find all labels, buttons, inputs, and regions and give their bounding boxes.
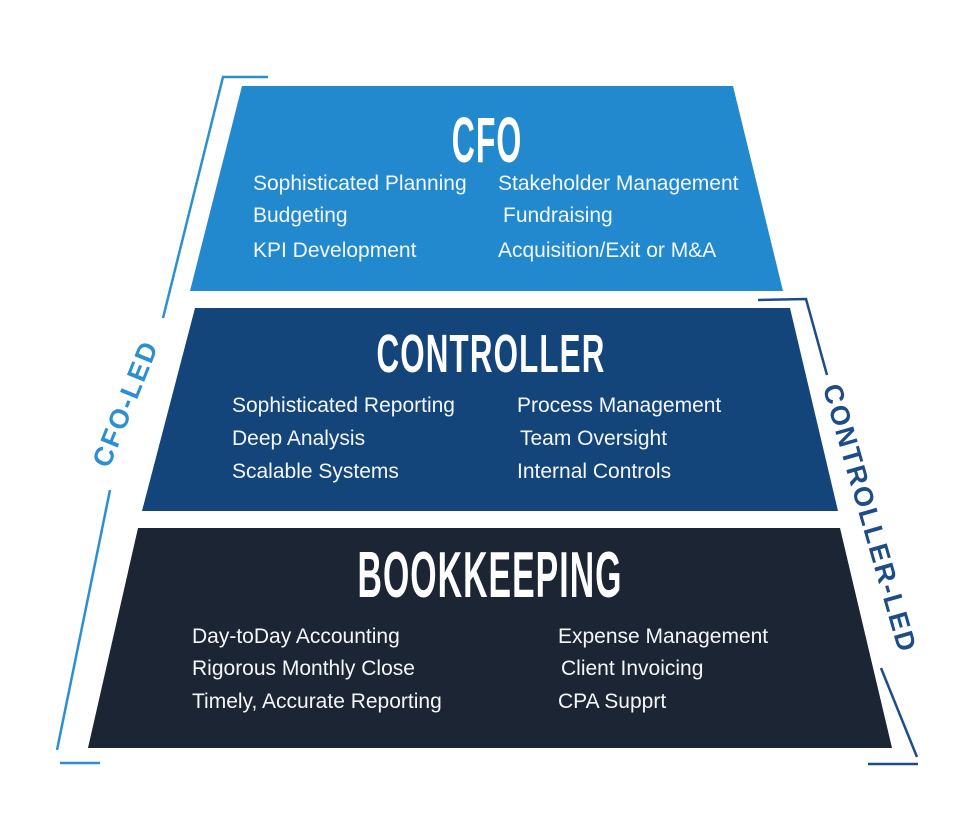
controller-item: Team Oversight xyxy=(520,427,667,450)
cfo-item: Fundraising xyxy=(503,204,613,227)
cfo-item: Stakeholder Management xyxy=(498,172,739,195)
cfo-item: KPI Development xyxy=(253,239,417,262)
left-side-label: CFO-LED xyxy=(87,336,165,471)
controller-item: Scalable Systems xyxy=(232,460,399,483)
cfo-item: Budgeting xyxy=(253,204,348,227)
left-bracket-top-line xyxy=(161,75,268,319)
bookkeeping-item: Expense Management xyxy=(558,625,768,648)
bookkeeping-title: BOOKKEEPING xyxy=(358,538,623,611)
controller-tier-shape xyxy=(142,308,838,511)
controller-item: Internal Controls xyxy=(517,460,671,483)
cfo-tier-shape xyxy=(190,86,783,291)
bookkeeping-item: Client Invoicing xyxy=(561,657,703,680)
controller-item: Deep Analysis xyxy=(232,427,365,450)
bookkeeping-item: Day-toDay Accounting xyxy=(192,625,400,648)
controller-item: Process Management xyxy=(517,394,721,417)
right-bracket-bottom-line xyxy=(879,667,919,758)
bookkeeping-item: Rigorous Monthly Close xyxy=(192,657,415,680)
cfo-title: CFO xyxy=(452,104,523,176)
cfo-item: Acquisition/Exit or M&A xyxy=(498,239,716,262)
left-bracket-bottom-line xyxy=(55,489,112,751)
right-bracket-top-line xyxy=(757,297,829,376)
bookkeeping-tier-shape xyxy=(88,528,892,748)
bookkeeping-item: Timely, Accurate Reporting xyxy=(192,690,442,713)
cfo-item: Sophisticated Planning xyxy=(253,172,467,195)
bookkeeping-item: CPA Supprt xyxy=(558,690,666,713)
controller-title: CONTROLLER xyxy=(376,324,605,384)
controller-item: Sophisticated Reporting xyxy=(232,394,455,417)
